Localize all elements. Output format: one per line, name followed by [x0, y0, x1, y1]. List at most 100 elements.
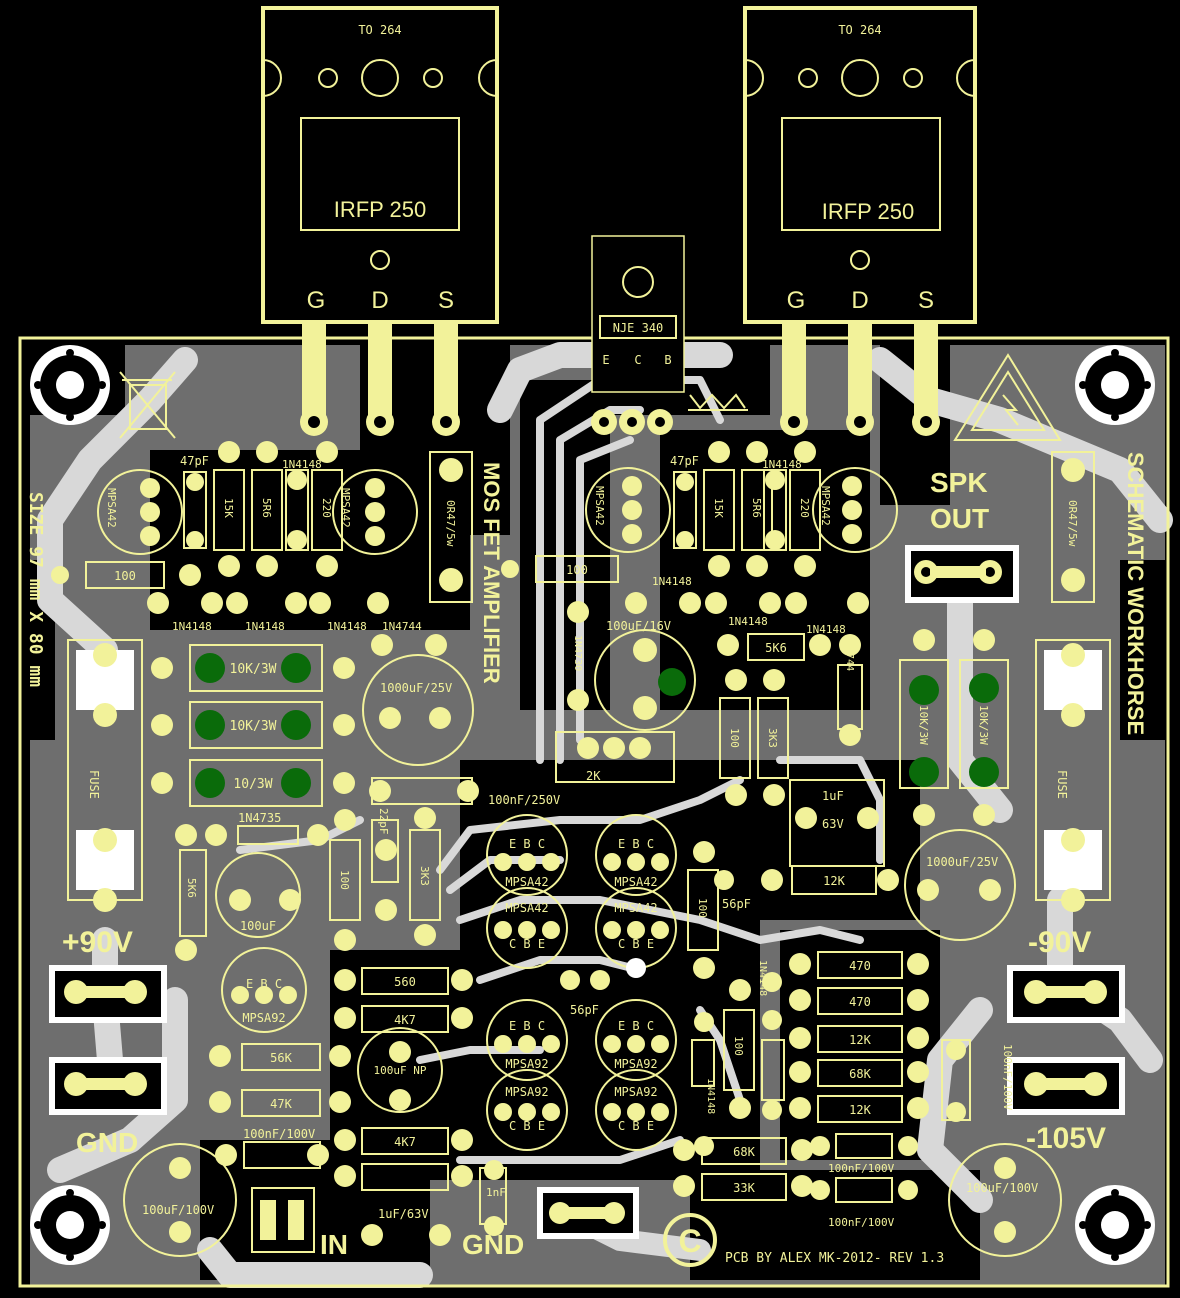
svg-text:10/3W: 10/3W	[233, 777, 272, 792]
package-label: TO 264	[838, 23, 881, 37]
svg-text:100: 100	[732, 1036, 745, 1056]
svg-text:5K6: 5K6	[185, 878, 198, 898]
part-label: IRFP 250	[334, 197, 427, 222]
svg-text:56pF: 56pF	[722, 897, 751, 911]
svg-text:100: 100	[696, 898, 709, 918]
svg-text:100uF: 100uF	[240, 919, 276, 933]
board-credit: PCB BY ALEX MK-2012- REV 1.3	[725, 1251, 944, 1266]
svg-text:C B E: C B E	[509, 937, 545, 951]
svg-text:0R47/5w: 0R47/5w	[1066, 500, 1079, 547]
pin-d-label: D	[851, 287, 868, 314]
svg-text:63V: 63V	[822, 817, 844, 831]
svg-text:1N4148: 1N4148	[806, 623, 846, 636]
svg-text:100nF/100V: 100nF/100V	[828, 1162, 895, 1175]
svg-text:100uF NP: 100uF NP	[374, 1064, 427, 1077]
weee-bin-icon	[119, 371, 176, 439]
svg-text:68K: 68K	[733, 1145, 755, 1159]
svg-text:MPSA92: MPSA92	[614, 1057, 657, 1071]
power-transistor-right: TO 264 IRFP 250 G D S	[743, 6, 977, 436]
svg-text:470: 470	[849, 995, 871, 1009]
terminal-blocks	[49, 545, 1125, 1253]
pin-c-label: C	[634, 353, 641, 367]
fuse-right: FUSE	[1035, 639, 1111, 912]
svg-text:MPSA42: MPSA42	[614, 901, 657, 915]
svg-text:1uF/63V: 1uF/63V	[378, 1207, 429, 1221]
svg-text:MPSA92: MPSA92	[242, 1011, 285, 1025]
svg-text:22pF: 22pF	[377, 808, 390, 835]
board-size: SIZE 97 mm X 80 mm	[25, 492, 46, 687]
board-brand: SCHEMATIC WORKHORSE	[1123, 452, 1148, 735]
mounting-hole-top-left	[30, 345, 110, 425]
pos-rail-label: +90V	[62, 926, 133, 959]
pin-e-label: E	[602, 353, 609, 367]
svg-text:5K6: 5K6	[765, 641, 787, 655]
svg-text:1N4148: 1N4148	[245, 620, 285, 633]
svg-text:100: 100	[728, 728, 741, 748]
board-title: MOS FET AMPLIFIER	[479, 462, 504, 684]
svg-text:1N4148: 1N4148	[728, 615, 768, 628]
svg-text:10K/3W: 10K/3W	[977, 705, 990, 745]
svg-text:470: 470	[849, 959, 871, 973]
svg-text:3K3: 3K3	[766, 728, 779, 748]
svg-text:10K/3W: 10K/3W	[230, 719, 277, 734]
svg-text:47pF: 47pF	[180, 454, 209, 468]
svg-text:SPK: SPK	[930, 467, 988, 498]
fuse-label-left: FUSE	[87, 770, 101, 799]
emitter-resistor-left: 0R47/5w	[429, 451, 473, 603]
svg-text:1N4744: 1N4744	[382, 620, 422, 633]
input-label: IN	[320, 1229, 348, 1260]
svg-text:33K: 33K	[733, 1181, 755, 1195]
svg-text:1N4148: 1N4148	[652, 575, 692, 588]
mounting-hole-top-right	[1075, 345, 1155, 425]
svg-text:MPSA42: MPSA42	[105, 488, 118, 528]
svg-text:220: 220	[320, 498, 333, 518]
fuse-label-right: FUSE	[1055, 770, 1069, 799]
svg-text:10K/3W: 10K/3W	[917, 705, 930, 745]
svg-text:560: 560	[394, 975, 416, 989]
svg-text:100nF/250V: 100nF/250V	[488, 793, 560, 807]
svg-text:12K: 12K	[849, 1103, 871, 1117]
warning-triangle-icon	[953, 353, 1062, 441]
svg-text:1N4148: 1N4148	[282, 458, 322, 471]
pin-b-label: B	[664, 353, 671, 367]
svg-text:C B E: C B E	[618, 937, 654, 951]
svg-text:100: 100	[338, 870, 351, 890]
svg-text:E B C: E B C	[509, 837, 545, 851]
fuse-left: FUSE	[67, 639, 143, 912]
svg-text:MPSA42: MPSA42	[819, 486, 832, 526]
emitter-resistor-right: 0R47/5w	[1051, 451, 1095, 603]
pin-s-label: S	[438, 287, 454, 314]
svg-text:47K: 47K	[270, 1097, 292, 1111]
svg-text:15K: 15K	[222, 498, 235, 518]
svg-text:1N4148: 1N4148	[762, 458, 802, 471]
svg-text:56K: 56K	[270, 1051, 292, 1065]
svg-text:MPSA92: MPSA92	[505, 1085, 548, 1099]
svg-text:MPSA42: MPSA42	[614, 875, 657, 889]
svg-text:100nF/100V: 100nF/100V	[828, 1216, 895, 1229]
pin-d-label: D	[371, 287, 388, 314]
svg-text:100uF/16V: 100uF/16V	[606, 619, 671, 633]
mounting-hole-bottom-left	[30, 1185, 110, 1265]
svg-text:5R6: 5R6	[260, 498, 273, 518]
thermal-icon	[688, 393, 748, 411]
svg-text:OUT: OUT	[930, 503, 989, 534]
svg-text:E B C: E B C	[246, 977, 282, 991]
svg-text:100uF/100V: 100uF/100V	[966, 1181, 1038, 1195]
small-signal-section: 100nF/250V 22pF 3K3 100 MPSA42 E B C MPS…	[123, 777, 1062, 1257]
svg-text:E B C: E B C	[618, 1019, 654, 1033]
svg-text:MPSA42: MPSA42	[505, 901, 548, 915]
copyright-icon: C	[663, 1213, 717, 1267]
svg-text:1N4148: 1N4148	[172, 620, 212, 633]
svg-text:2K: 2K	[586, 769, 601, 783]
speaker-label: SPK OUT	[930, 467, 989, 534]
svg-text:C B E: C B E	[618, 1119, 654, 1133]
driver-transistor: NJE 340 E C B	[591, 235, 685, 435]
svg-text:1N4735: 1N4735	[238, 811, 281, 825]
svg-text:MPSA92: MPSA92	[505, 1057, 548, 1071]
left-driver-cluster: MPSA42 MPSA42 47pF 15K 5R6 1N4148 220 10…	[51, 441, 474, 766]
svg-text:15K: 15K	[712, 498, 725, 518]
package-label: TO 264	[358, 23, 401, 37]
right-driver-cluster: MPSA42 MPSA42 47pF 15K 5R6 1N4148 220 10…	[501, 441, 898, 867]
svg-text:C B E: C B E	[509, 1119, 545, 1133]
